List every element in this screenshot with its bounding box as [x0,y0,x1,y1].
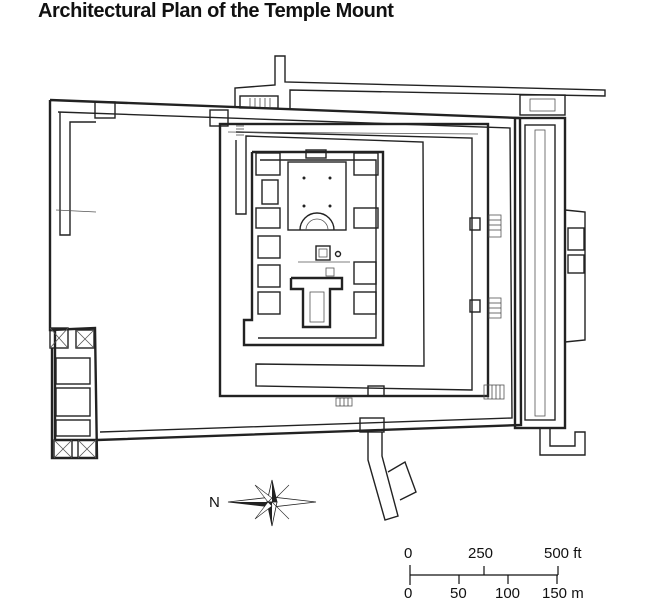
south-passage [359,417,417,521]
chamber-w0 [261,179,279,205]
west-chamber-3 [55,419,91,437]
scale-ft-tick-0: 0 [404,545,412,562]
laver [334,250,342,258]
west-corner-tower-se [77,439,97,459]
outer-wall-inner-line [57,111,513,433]
scale-bar: 0 250 500 ft 0 50 100 150 m [404,545,584,600]
west-corner-tower-sw [53,439,73,459]
north-annex-stairs [249,98,271,107]
east-gate-room [567,227,585,251]
page-title: Architectural Plan of the Temple Mount [38,0,394,22]
west-corner-tower-ne [75,329,95,349]
semicircular-steps [299,212,335,231]
inner-court [218,122,490,398]
west-facade [49,326,99,460]
scale-m-tick-0: 0 [404,585,412,600]
sanctuary-north-gate [305,149,327,159]
chamber-nw [255,152,281,176]
altar [315,245,331,261]
west-corner-tower-nw [49,327,69,349]
north-east-tower-inner [529,98,556,112]
south-east-tower [525,427,586,456]
inner-court-wall [218,122,490,398]
south-door [367,385,385,397]
east-colonnade [513,116,586,456]
sanctuary-outer-wall [242,150,385,347]
holy-of-holies [309,291,325,323]
south-gate-house [359,417,385,433]
scale-m-tick-100: 100 [495,585,520,600]
chamber-w3 [257,264,281,288]
north-east-tower [519,94,566,116]
west-facade-wall [49,326,99,460]
chamber-e1 [353,207,379,229]
north-annex-wall [234,55,606,110]
chamber-w1 [255,207,281,229]
chamber-ne [353,152,379,176]
west-chamber-2 [55,387,91,417]
scale-m-tick-150: 150 m [542,585,584,600]
south-annex [387,460,417,501]
chamber-e2 [353,261,377,285]
scale-ft-tick-250: 250 [468,545,493,562]
west-chamber-1 [55,357,91,385]
south-passage-wall [367,432,399,521]
north-annex [234,55,606,116]
east-gate-structure [564,209,586,343]
colonnade-outer [513,116,567,430]
colonnade-core [534,129,546,417]
chamber-w4 [257,291,281,315]
gate-tower-north [94,101,116,119]
scale-m-tick-50: 50 [450,585,467,600]
terrace-line [227,131,479,135]
east-door-north [469,217,481,231]
west-arm-divider [55,209,97,213]
chamber-e3 [353,291,377,315]
chamber-w2 [257,235,281,259]
east-stair-flights [335,214,505,407]
east-door-south [469,299,481,313]
compass-north-label: N [209,494,220,511]
compass-rose: N [209,479,317,527]
temple-building [289,276,344,329]
west-arm-wall [59,112,96,236]
inner-court-terrace [235,131,473,391]
inner-court-stairs-north [236,125,244,136]
east-gate-room-2 [567,254,585,274]
scale-ft-tick-500: 500 ft [544,545,582,562]
colonnade-inner [524,124,556,421]
sanctuary [242,149,385,347]
north-annex-room [239,95,279,109]
sanctuary-inner-wall [258,159,377,339]
court-of-women [287,161,347,231]
